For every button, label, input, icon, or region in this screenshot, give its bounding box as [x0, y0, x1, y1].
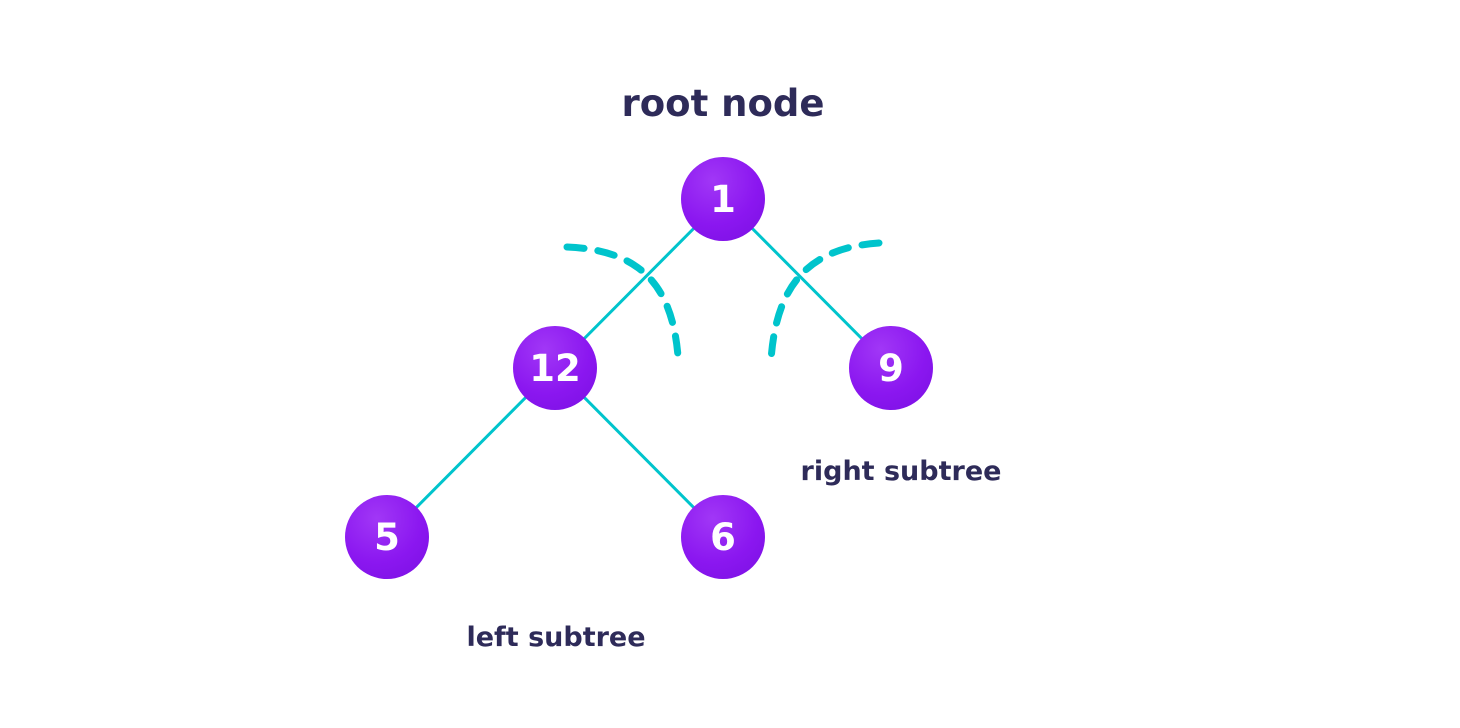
tree-node-left-left-leaf: 5 — [345, 495, 429, 579]
left-subtree-label: left subtree — [466, 622, 646, 653]
root-node-title: root node — [621, 82, 825, 125]
tree-node-left-child: 12 — [513, 326, 597, 410]
tree-node-root: 1 — [681, 157, 765, 241]
tree-node-right-child: 9 — [849, 326, 933, 410]
tree-node-left-right-leaf: 6 — [681, 495, 765, 579]
right-subtree-label: right subtree — [800, 456, 1002, 487]
